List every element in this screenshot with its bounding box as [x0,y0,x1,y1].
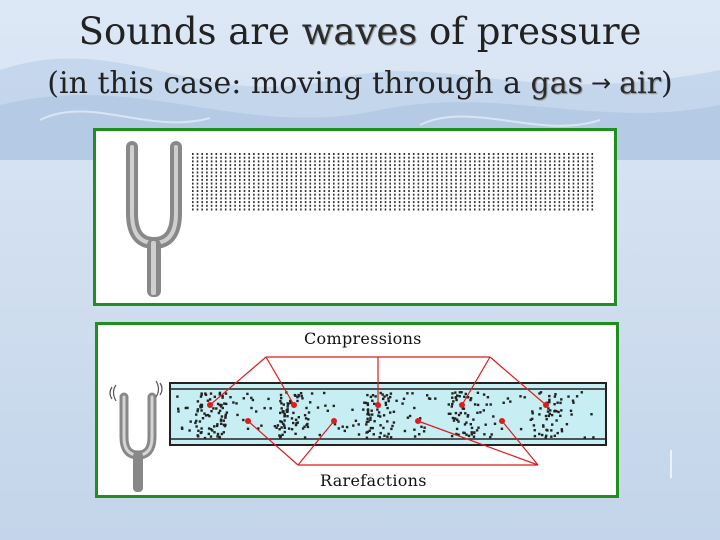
subtitle-gas: gas [531,66,584,101]
tuning-fork-figure-top [93,128,617,306]
compression-rarefaction-figure: Compressions Rarefactions [95,322,619,498]
top-figure-drawing [96,131,614,303]
rarefactions-label: Rarefactions [320,471,427,490]
subtitle-air: air [619,66,661,101]
slide-title: Sounds are waves of pressure [0,10,720,53]
air-particle-columns [192,153,593,211]
decorative-line [670,450,672,478]
right-arrow-icon: → [591,69,611,97]
slide-subtitle: (in this case: moving through a gas→air) [0,66,720,101]
compressions-label: Compressions [304,329,422,348]
bottom-figure-drawing [98,325,616,495]
vibrating-tuning-fork-icon [110,381,162,492]
title-emphasis-waves: waves [302,10,418,53]
tuning-fork-icon [132,147,176,297]
